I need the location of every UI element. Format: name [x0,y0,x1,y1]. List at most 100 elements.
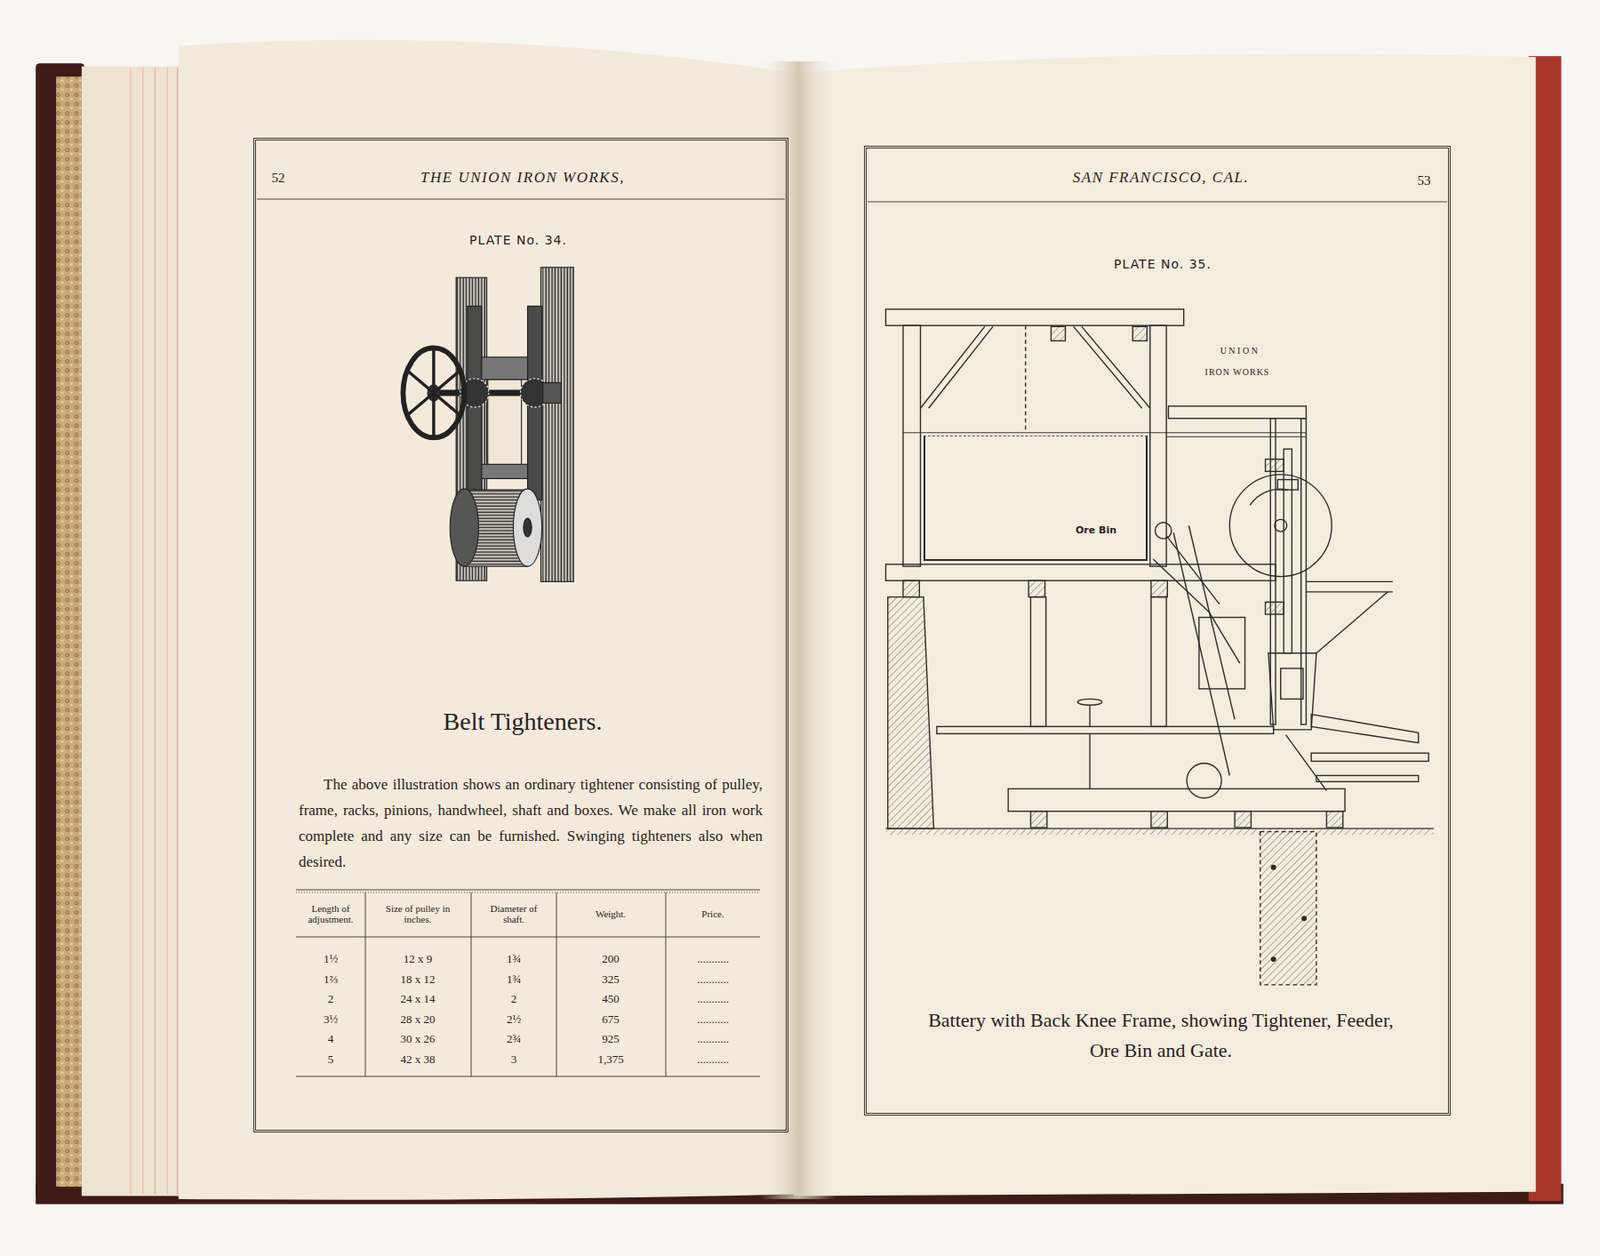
table-cell: ........... [696,1052,729,1067]
belt-tightener-drawing [523,518,532,537]
text-slot: Size of pulley in inches. [380,903,456,925]
text-slot: 4 [328,1032,335,1047]
text-slot: 30 x 26 [400,1032,436,1047]
text-slot: THE UNION IRON WORKS, [420,168,625,187]
stamp-mill-drawing [1271,957,1276,962]
table-cell: 1¾ [506,952,521,967]
table-header: Diameter of shaft. [482,903,545,925]
stamp-mill-drawing [1271,865,1276,871]
table-cell: 2 [511,992,518,1007]
running-head: SAN FRANCISCO, CAL. [1072,168,1250,187]
table-cell: 1¾ [506,972,521,987]
left-page [178,40,799,1200]
stamp-mill-drawing [920,326,984,408]
figure-caption: Battery with Back Knee Frame, showing Ti… [912,1005,1410,1066]
table-cell: 200 [601,952,620,967]
table-cell: 3½ [323,1012,338,1027]
table-cell: 325 [601,972,620,987]
text-slot: 3 [511,1052,518,1067]
stamp-mill-drawing [1030,811,1047,828]
page-rules [867,201,1448,203]
belt-tightener-drawing [543,383,562,404]
stamp-mill-drawing [1316,592,1388,654]
page-number: 52 [272,170,286,186]
text-slot: 1⅔ [323,972,338,987]
stamp-mill-drawing [1028,580,1045,597]
stamp-mill-drawing [1151,580,1168,597]
table-cell: ........... [696,972,729,987]
text-slot: ........... [696,992,729,1007]
table-cell: 4 [328,1032,335,1047]
page-frame: Ore BinSAN FRANCISCO, CAL.53PLATE No. 35… [864,145,1451,1116]
page-rules [556,892,558,1077]
stamp-mill-drawing [1151,811,1168,828]
text-slot: UNION [1220,345,1261,356]
stamp-mill-drawing [1249,488,1288,505]
maker-stamp: IRON WORKS [1205,367,1271,377]
text-slot: ........... [696,952,729,967]
text-slot: Price. [668,908,758,920]
stamp-mill-drawing [1030,597,1046,728]
text-slot: 675 [601,1012,620,1027]
text-slot: IRON WORKS [1205,367,1271,377]
stamp-mill-drawing [1229,474,1332,577]
stamp-mill-drawing [1188,525,1235,720]
table-cell: 1,375 [597,1052,624,1067]
table-header: Price. [668,908,758,920]
stamp-mill-drawing [888,597,935,830]
text-slot: 2½ [506,1012,521,1027]
right-page [793,54,1536,1197]
plate-number: PLATE No. 34. [469,232,568,248]
stamp-mill-drawing [1311,714,1419,744]
table-cell: ........... [696,1012,729,1027]
stamp-mill-drawing [885,828,1433,835]
stamp-mill-drawing [1088,733,1090,789]
stamp-mill-drawing [1008,788,1345,811]
text-slot: PLATE No. 34. [469,232,568,248]
table-cell: 1½ [323,952,338,967]
stamp-mill-drawing [1151,597,1167,728]
stamp-mill-drawing [1166,436,1306,438]
text-slot: 5 [328,1052,335,1067]
belt-tightener-drawing [540,267,574,583]
text-slot: Diameter of shaft. [482,903,545,925]
table-header: Size of pulley in inches. [380,903,456,925]
page-rules [296,889,760,891]
text-slot: ........... [696,1032,729,1047]
stamp-mill-drawing [903,432,1306,433]
table-cell: 12 x 9 [403,952,433,967]
stamp-mill-drawing [1150,325,1167,567]
stamp-mill-drawing [1305,581,1393,583]
text-slot: Weight. [561,908,660,920]
section-heading: Belt Tighteners. [443,707,603,736]
stamp-mill-drawing [1280,668,1304,699]
stamp-mill-drawing [1268,653,1317,730]
stamp-mill-drawing [1316,775,1419,782]
stamp-mill-drawing [1277,480,1298,490]
stamp-mill-drawing [1168,406,1306,419]
stamp-mill-drawing [1260,832,1317,985]
table-cell: 925 [601,1032,620,1047]
running-head: THE UNION IRON WORKS, [420,168,625,187]
belt-tightener-drawing [512,488,542,567]
text-slot: Ore Bin [1072,523,1120,537]
table-cell: 675 [601,1012,620,1027]
table-cell: 24 x 14 [400,992,436,1007]
belt-tightener-drawing [402,267,574,583]
belt-tightener-drawing [449,488,479,567]
page-edges [129,67,131,1194]
text-slot: 450 [601,992,620,1007]
text-slot: 1¾ [506,952,521,967]
text-slot: 42 x 38 [400,1052,436,1067]
text-slot: 28 x 20 [400,1012,436,1027]
table-cell: 2½ [506,1012,521,1027]
text-slot: 1½ [323,952,338,967]
table-cell: 18 x 12 [400,972,436,987]
page-edges [81,66,184,1197]
text-slot: 2¾ [506,1032,521,1047]
stamp-mill-drawing [1155,522,1172,539]
